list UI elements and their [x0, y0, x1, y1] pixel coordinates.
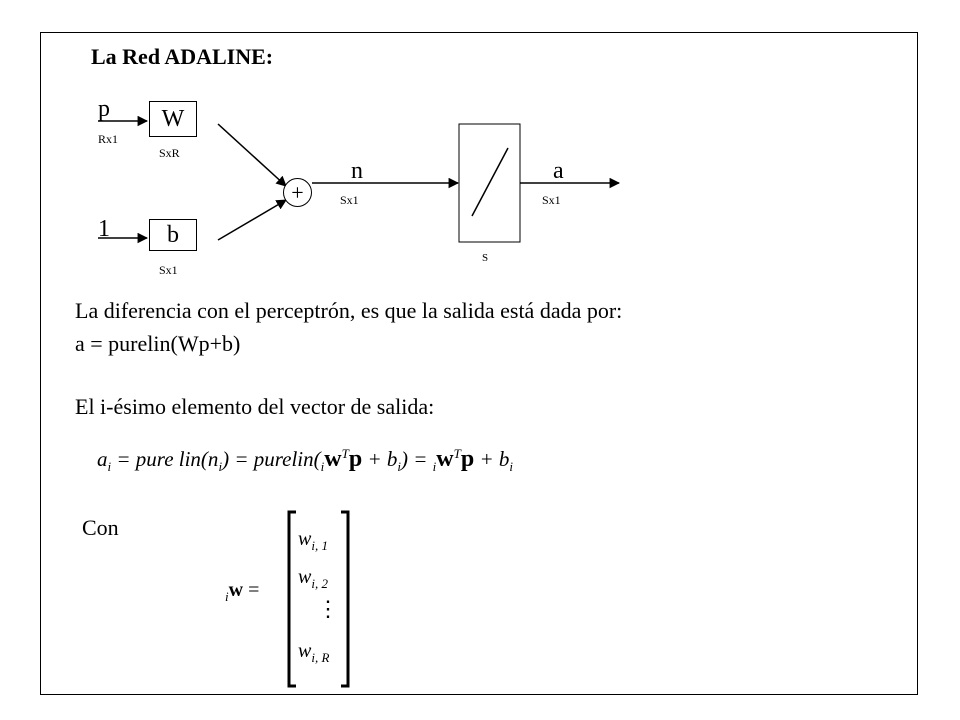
con-label: Con	[82, 515, 119, 540]
eq-w-1: w	[324, 446, 342, 472]
bias-label: b	[167, 221, 179, 248]
output-equation: ai = pure lin(ni) = purelin(iwTp + bi) =…	[97, 446, 513, 475]
eq-T-2: T	[453, 446, 461, 461]
slide-frame	[40, 32, 918, 695]
transfer-dim: S	[482, 252, 489, 264]
eq-sub-i-5: i	[432, 459, 437, 475]
sum-symbol: +	[291, 179, 304, 205]
eq-p-2: p	[460, 446, 475, 472]
eq-plus-b-2: + b	[474, 447, 510, 471]
eq-sub-i-6: i	[509, 459, 514, 475]
eq-close-1: )	[222, 447, 230, 471]
eq-p-1: p	[348, 446, 363, 472]
vector-lhs-w: w	[228, 579, 244, 601]
eq-equals-2: =	[229, 447, 254, 471]
input-p-dim: Rx1	[98, 132, 119, 146]
weight-label: W	[161, 105, 185, 132]
vector-vdots: ⋮	[317, 596, 339, 621]
output-label: a	[553, 158, 564, 184]
text-line-2: a = purelin(Wp+b)	[75, 331, 241, 356]
eq-equals-1: =	[111, 447, 136, 471]
entry-1-w: w	[298, 528, 312, 550]
eq-close-2: )	[400, 447, 408, 471]
bias-dim: Sx1	[159, 263, 178, 277]
output-dim: Sx1	[542, 193, 561, 207]
slide-title: La Red ADALINE:	[91, 44, 274, 69]
input-p-label: p	[98, 96, 110, 122]
vector-entry-3: wi, R	[298, 640, 329, 666]
bias-input-label: 1	[98, 216, 110, 242]
bias-block: b	[149, 219, 197, 251]
eq-sub-i-4: i	[397, 459, 401, 475]
vector-entry-2: wi, 2	[298, 566, 328, 592]
eq-purelin-n: pure lin(n	[135, 447, 219, 471]
entry-3-w: w	[298, 640, 312, 662]
eq-plus-b-1: + b	[362, 447, 398, 471]
vector-lhs-sub: i	[225, 589, 229, 604]
eq-T-1: T	[341, 446, 349, 461]
vector-entry-1: wi, 1	[298, 528, 328, 554]
eq-equals-3: =	[407, 447, 433, 471]
entry-3-sub: i, R	[311, 650, 330, 665]
vector-lhs: iw =	[225, 579, 259, 605]
net-dim: Sx1	[340, 193, 359, 207]
vector-equals: =	[243, 579, 260, 601]
entry-1-sub: i, 1	[311, 538, 328, 553]
eq-a: a	[97, 447, 108, 471]
transfer-block	[458, 123, 521, 243]
entry-2-w: w	[298, 566, 312, 588]
text-line-3: El i-ésimo elemento del vector de salida…	[75, 394, 435, 419]
eq-sub-i-3: i	[320, 459, 325, 475]
net-label: n	[351, 158, 363, 184]
eq-purelin-open: purelin(	[253, 447, 321, 471]
w-to-sum-arrow	[217, 123, 287, 187]
weight-block: W	[149, 101, 197, 137]
weight-dim: SxR	[159, 146, 180, 160]
b-to-sum-arrow	[217, 199, 287, 241]
eq-w-2: w	[436, 446, 454, 472]
eq-sub-i-1: i	[107, 459, 112, 475]
sum-node: +	[283, 178, 312, 207]
linear-transfer-icon	[471, 147, 509, 217]
text-line-1: La diferencia con el perceptrón, es que …	[75, 298, 623, 323]
entry-2-sub: i, 2	[311, 576, 328, 591]
eq-sub-i-2: i	[218, 459, 223, 475]
